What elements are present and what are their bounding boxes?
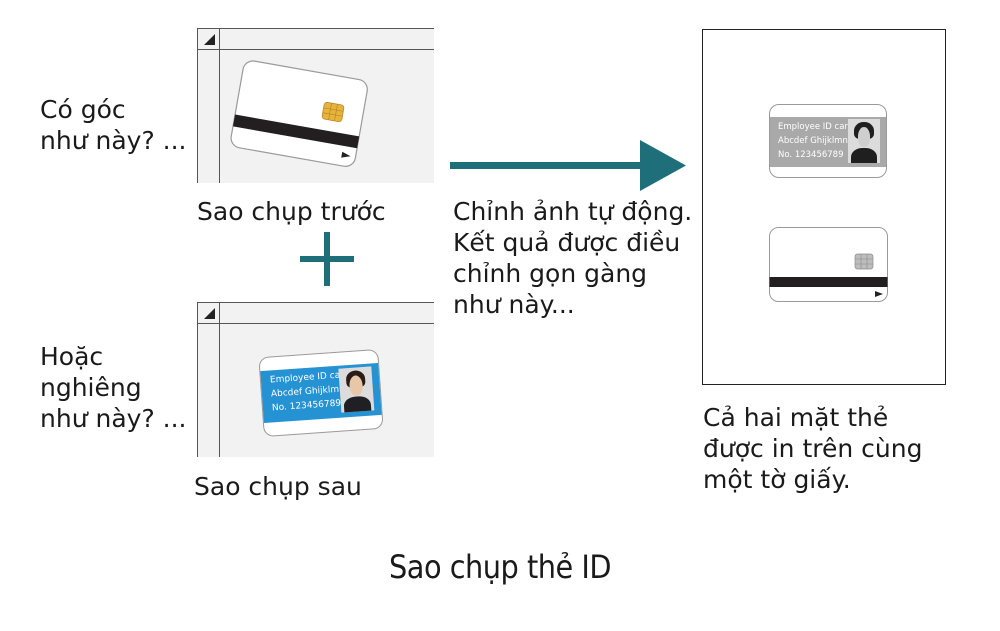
- label-tilted-question: Hoặc nghiêng như này? ...: [40, 342, 187, 433]
- corner-marker-icon: [204, 34, 215, 45]
- printed-card-back: [769, 227, 888, 302]
- diagram-title: Sao chụp thẻ ID: [389, 548, 611, 586]
- scanner-glass-back: Employee ID card Abcdef Ghijklmn No. 123…: [197, 302, 434, 457]
- printed-card-name: Abcdef Ghijklmn: [778, 136, 848, 146]
- corner-marker-icon: [204, 308, 215, 319]
- scanner-glass-front: [197, 28, 434, 183]
- printed-card-number: No. 123456789: [778, 150, 844, 160]
- caption-back-copy: Sao chụp sau: [194, 472, 362, 501]
- id-card-tilted: Employee ID card Abcdef Ghijklmn No. 123…: [258, 348, 384, 438]
- process-description: Chỉnh ảnh tự động. Kết quả được điều chỉ…: [453, 197, 693, 319]
- arrow-right-icon: [450, 140, 686, 191]
- card-back-angled: [230, 60, 368, 167]
- card-photo: [338, 366, 375, 413]
- chip-icon: [854, 253, 874, 270]
- printed-card-photo: [848, 119, 880, 163]
- caption-front-copy: Sao chụp trước: [197, 197, 386, 226]
- output-paper: Employee ID card Abcdef Ghijklmn No. 123…: [702, 29, 946, 385]
- result-description: Cả hai mặt thẻ được in trên cùng một tờ …: [703, 403, 923, 494]
- printed-card-front: Employee ID card Abcdef Ghijklmn No. 123…: [769, 104, 887, 178]
- chip-icon: [321, 101, 345, 123]
- printed-card-employee-label: Employee ID card: [778, 122, 854, 132]
- plus-icon: [300, 232, 354, 286]
- label-angled-question: Có góc như này? ...: [40, 95, 187, 155]
